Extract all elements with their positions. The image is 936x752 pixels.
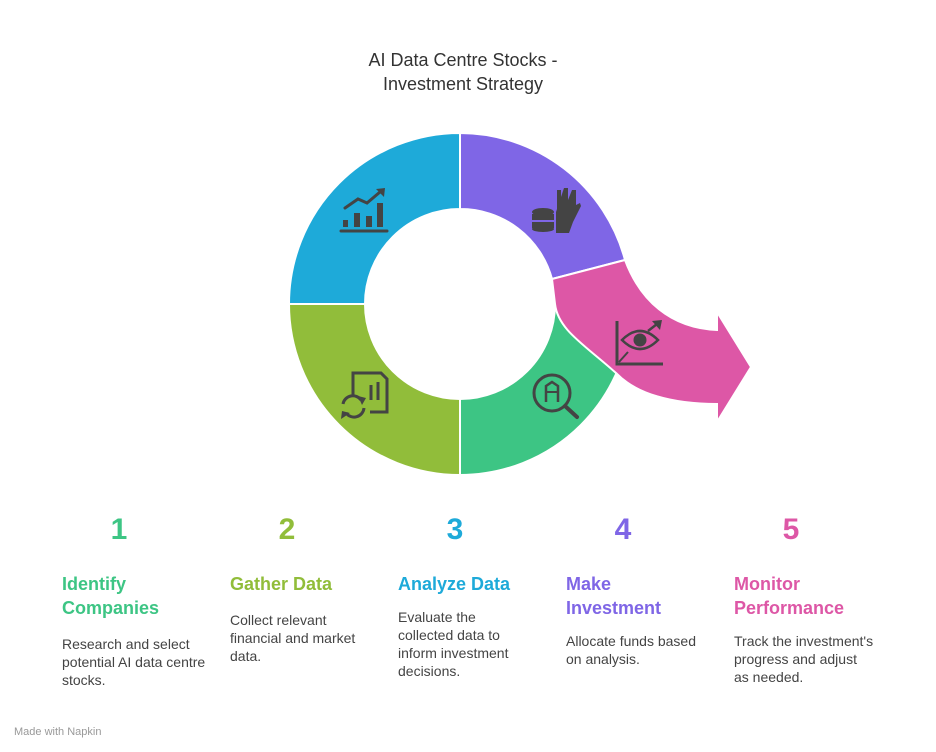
document-refresh-icon (341, 371, 389, 419)
diagram-title: AI Data Centre Stocks - Investment Strat… (0, 48, 926, 96)
magnifier-building-icon (532, 373, 579, 419)
napkin-watermark: Made with Napkin (14, 726, 102, 738)
step-number: 4 (614, 513, 632, 546)
title-line-2: Investment Strategy (382, 74, 544, 94)
step-title: Gather Data (230, 574, 333, 594)
coins-hand-icon (532, 188, 581, 233)
step-description: Research and select potential AI data ce… (62, 636, 206, 688)
step-title: Identify Companies (62, 574, 160, 618)
title-line-1: AI Data Centre Stocks - (368, 50, 558, 70)
trending-chart-icon (339, 188, 389, 233)
step-number: 5 (782, 513, 800, 546)
step-number: 2 (278, 513, 296, 546)
segment-invest (459, 131, 627, 281)
step-title: Make Investment (566, 574, 662, 618)
segment-analyze (287, 131, 461, 305)
segment-monitor-arrow (550, 258, 753, 426)
step-number: 1 (110, 513, 128, 546)
step-title: Analyze Data (398, 574, 511, 594)
segment-gather (287, 303, 461, 477)
eye-chart-icon (615, 320, 663, 366)
step-description: Track the investment's progress and adju… (734, 633, 874, 685)
step-description: Allocate funds based on analysis. (566, 633, 696, 667)
step-description: Collect relevant financial and market da… (230, 612, 356, 664)
step-number: 3 (446, 513, 464, 546)
step-title: Monitor Performance (734, 574, 845, 618)
step-description: Evaluate the collected data to inform in… (398, 609, 509, 679)
